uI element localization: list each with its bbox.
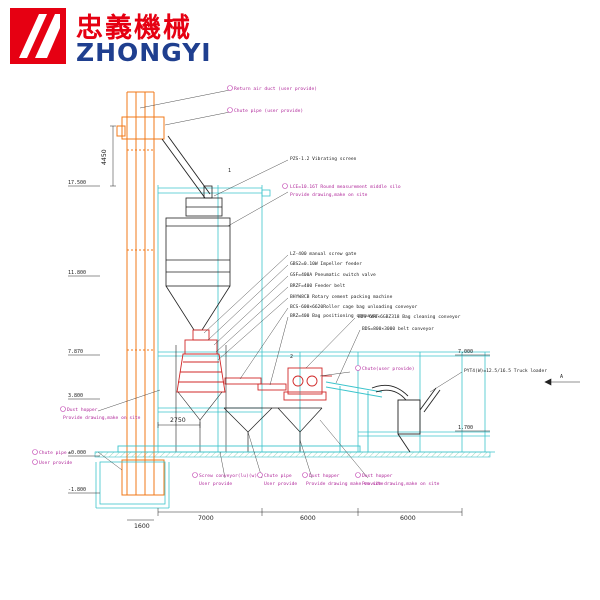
callout-pneumatic-valve: GSF=400A Pneumatic switch valve — [290, 272, 376, 278]
round-silo — [165, 217, 231, 331]
level-7870: 7.870 — [68, 349, 83, 355]
truck-loader — [371, 384, 441, 453]
callout-dust-hopper: Dust hopper — [67, 407, 98, 413]
callout-round-silo: LCE=10.16T Round measurement middle silo — [290, 184, 401, 190]
level-minus-1800: -1.800 — [68, 487, 86, 493]
callout-leaders — [97, 89, 463, 479]
callout-manual-gate: LZ-400 manual screw gate — [290, 251, 357, 257]
callout-markers — [32, 85, 361, 478]
callout-bag-cleaning: BDS-600×6GBZ318 Bag cleaning conveyor — [358, 314, 461, 320]
callout-chute-pipe-bottom-note: User provide — [39, 460, 72, 466]
chute-pipe — [161, 135, 211, 199]
callout-bag-unloading: BCS-600×6620Roller cage bag unloading co… — [290, 304, 417, 310]
callout-chute-pipe-mid: Chute pipe — [264, 473, 292, 479]
dim-2750: 2750 — [170, 417, 186, 424]
dim-6000-b: 6000 — [400, 515, 416, 522]
section-label: A — [560, 374, 563, 380]
packing-machine-body — [175, 345, 227, 452]
dim-7000: 7000 — [198, 515, 214, 522]
level-7000: 7.000 — [458, 349, 473, 355]
callout-silo-note: Provide drawing,make on site — [290, 192, 368, 198]
callout-belt-conveyor: BDS=800×3000 belt conveyor — [362, 326, 434, 332]
callout-impeller-feeder: GBS2=0.10W Impeller feeder — [290, 261, 362, 267]
brand-name-chinese: 忠義機械 — [76, 13, 192, 44]
callout-chute-pipe: Chute pipe (user provide) — [234, 108, 303, 114]
section-arrow — [544, 378, 580, 386]
callout-vibrating-screen: PZS-1.2 Vibrating screen — [290, 156, 357, 162]
dim-1600: 1600 — [134, 523, 150, 530]
bag-cleaning-conveyor — [283, 367, 332, 401]
elevator-pit — [95, 461, 170, 509]
dust-hoppers — [223, 407, 323, 452]
zhongyi-logo-icon — [10, 8, 66, 64]
dimension-lines — [110, 125, 463, 521]
bucket-elevator — [116, 91, 165, 496]
callout-chute-pipe-mid-note: User provide — [264, 481, 297, 487]
callout-dust-hopper-2-note: Provide drawing make on site — [306, 481, 384, 487]
level-zero: ±0.000 — [68, 450, 86, 456]
vibrating-screen — [185, 185, 223, 217]
dim-6000-a: 6000 — [300, 515, 316, 522]
level-1700: 1.700 — [458, 425, 473, 431]
callout-return-air-duct: Return air duct (user provide) — [234, 86, 317, 92]
callout-bag-positioning: BRZ=400 Bag positioning conveyor — [290, 313, 379, 319]
callout-screw-conveyor: Screw conveyor(lu)(w) — [199, 473, 257, 479]
level-markers — [68, 185, 490, 494]
level-3800: 3.800 — [68, 393, 83, 399]
callout-dust-hopper-3-note: Provide drawing,make on site — [362, 481, 440, 487]
callout-packing-machine: BHYW8CB Rotary cement packing machine — [290, 294, 393, 300]
tag-1: 1 — [228, 168, 231, 174]
ground-line — [94, 451, 495, 458]
brand-name-english: ZHONGYI — [76, 38, 212, 67]
callout-dust-hopper-note: Provide drawing,make on site — [63, 415, 141, 421]
callout-chute-user: Chute(user provide) — [362, 366, 415, 372]
level-17500: 17.500 — [68, 180, 86, 186]
callout-chute-pipe-bottom: Chute pipe — [39, 450, 67, 456]
dim-4450: 4450 — [101, 149, 108, 165]
callout-feeder-belt: BRZF=400 Feeder belt — [290, 283, 346, 289]
belt-conveyor — [325, 381, 383, 452]
callout-dust-hopper-3: Dust hopper — [362, 473, 393, 479]
level-11800: 11.800 — [68, 270, 86, 276]
callout-dust-hopper-2: Dust hopper — [309, 473, 340, 479]
steel-structure — [157, 185, 490, 452]
screw-conveyor — [117, 445, 361, 453]
tag-2: 2 — [290, 354, 293, 360]
callout-screw-conveyor-note: User provide — [199, 481, 232, 487]
packing-line-equipment — [176, 329, 287, 393]
callout-truck-loader: PYT4(W)=12.5/16.5 Truck loader — [464, 368, 547, 374]
